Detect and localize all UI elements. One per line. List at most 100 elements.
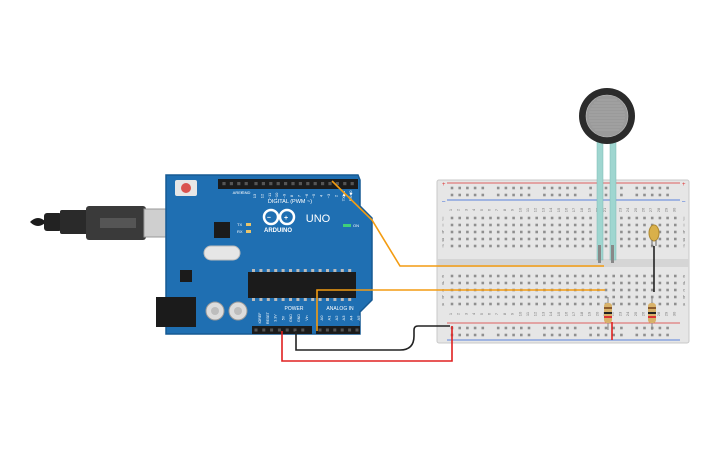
column-label: 25: [633, 311, 638, 316]
analog-pin[interactable]: [318, 328, 322, 332]
digital-pin[interactable]: [291, 182, 295, 186]
analog-pin[interactable]: [355, 328, 359, 332]
power-pin[interactable]: [301, 328, 305, 332]
voltage-regulator: [180, 270, 192, 282]
svg-text:–: –: [267, 215, 271, 222]
force-sensor[interactable]: [579, 88, 635, 263]
row-label: h: [442, 230, 445, 235]
reset-button-icon: [181, 183, 191, 193]
digital-pin[interactable]: [335, 182, 339, 186]
power-pin[interactable]: [293, 328, 297, 332]
chip-legs: [252, 269, 352, 301]
header-pin[interactable]: [237, 182, 241, 186]
header-pin[interactable]: [244, 182, 248, 186]
usb-cable[interactable]: [30, 206, 169, 240]
digital-pin-label: 12: [259, 193, 264, 198]
digital-pin-label: ~9: [282, 193, 287, 198]
column-label: 29: [664, 207, 669, 212]
column-label: 9: [510, 312, 515, 315]
row-label: h: [683, 230, 686, 235]
power-header-label: POWER: [285, 306, 304, 312]
power-pin[interactable]: [262, 328, 266, 332]
digital-pin[interactable]: [269, 182, 273, 186]
wire-5v[interactable]: [281, 326, 453, 362]
gnd-label: GND: [242, 190, 251, 195]
column-label: 17: [571, 207, 576, 212]
rx-label: RX: [237, 229, 243, 234]
digital-pin[interactable]: [254, 182, 258, 186]
center-channel: [437, 259, 689, 267]
digital-pin[interactable]: [284, 182, 288, 186]
header-pin[interactable]: [229, 182, 233, 186]
column-label: 28: [656, 311, 661, 316]
digital-pin[interactable]: [261, 182, 265, 186]
digital-pin[interactable]: [298, 182, 302, 186]
column-label: 29: [664, 311, 669, 316]
row-label: f: [442, 244, 444, 249]
wire-analog-to-breadboard[interactable]: [316, 289, 605, 331]
digital-pin-label: ~5: [311, 193, 316, 198]
analog-pin[interactable]: [325, 328, 329, 332]
row-label: e: [442, 274, 445, 279]
power-header[interactable]: [252, 326, 312, 334]
digital-pin-label: ~11: [267, 192, 272, 199]
digital-pin-label: ~6: [304, 193, 309, 198]
digital-pin-label: RX◀0: [348, 190, 353, 202]
analog-pin[interactable]: [333, 328, 337, 332]
digital-pin[interactable]: [306, 182, 310, 186]
column-label: 24: [625, 207, 630, 212]
column-label: 10: [517, 207, 522, 212]
analog-pin[interactable]: [348, 328, 352, 332]
digital-pin[interactable]: [350, 182, 354, 186]
power-pin[interactable]: [277, 328, 281, 332]
power-pin-label: GND: [289, 314, 293, 322]
led-icon: [648, 224, 660, 242]
power-pin[interactable]: [254, 328, 258, 332]
digital-pin[interactable]: [321, 182, 325, 186]
row-label: a: [683, 302, 686, 307]
column-label: 14: [548, 311, 553, 316]
digital-pin[interactable]: [343, 182, 347, 186]
power-pin[interactable]: [285, 328, 289, 332]
header-pin[interactable]: [222, 182, 226, 186]
analog-header-label: ANALOG IN: [326, 306, 354, 312]
usb-chip: [214, 222, 230, 238]
analog-pin-label: A0: [319, 315, 324, 321]
row-label: c: [683, 288, 686, 293]
column-label: 12: [533, 311, 538, 316]
digital-pin-label: TX▶1: [341, 190, 346, 201]
breadboard[interactable]: + – + – 11223344556677889910101111121213…: [436, 179, 690, 344]
column-label: 18: [579, 207, 584, 212]
column-label: 13: [540, 207, 545, 212]
digital-pin[interactable]: [313, 182, 317, 186]
power-pin[interactable]: [270, 328, 274, 332]
digital-header[interactable]: [218, 179, 358, 189]
analog-pin-label: A3: [341, 315, 346, 321]
column-label: 26: [641, 311, 646, 316]
row-label: d: [683, 281, 686, 286]
column-label: 26: [641, 207, 646, 212]
dc-jack-icon[interactable]: [156, 297, 196, 327]
power-pin-label: 3.3V: [274, 314, 278, 322]
wire-digital-to-breadboard[interactable]: [331, 180, 604, 267]
resistor-2[interactable]: [648, 297, 656, 330]
power-pin-label: GND: [297, 314, 301, 322]
analog-header[interactable]: [316, 326, 360, 334]
svg-text:+: +: [682, 182, 686, 188]
row-label: g: [683, 237, 686, 242]
resistor-1[interactable]: [604, 297, 612, 330]
digital-pin-label: 7: [296, 194, 301, 197]
digital-pin[interactable]: [328, 182, 332, 186]
column-label: 28: [656, 207, 661, 212]
crystal: [203, 245, 241, 261]
column-label: 30: [671, 311, 676, 316]
digital-pin-label: 13: [252, 193, 257, 198]
analog-pin[interactable]: [340, 328, 344, 332]
digital-pin[interactable]: [276, 182, 280, 186]
wire-gnd[interactable]: [295, 325, 450, 351]
led[interactable]: [648, 224, 660, 246]
column-label: 4: [471, 312, 476, 315]
microcontroller-chip: [248, 272, 356, 298]
